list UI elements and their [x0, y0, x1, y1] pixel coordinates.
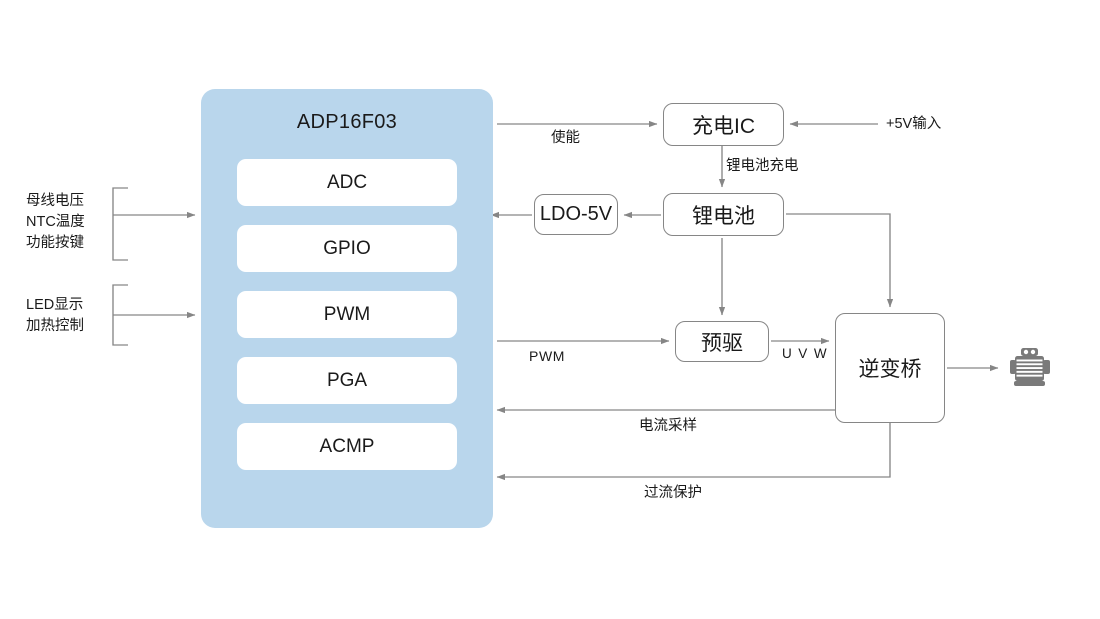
label-battery-charge: 锂电池充电 — [726, 158, 799, 174]
label-input-group-a: 母线电压 NTC温度 功能按键 — [26, 191, 85, 254]
arrow-battery-to-inverter — [786, 213, 894, 308]
label-led-display: LED显示 — [26, 297, 84, 313]
label-bus-voltage: 母线电压 — [26, 193, 84, 209]
bracket-inputs-b — [112, 284, 128, 346]
mcu-title: ADP16F03 — [296, 110, 398, 133]
label-current-sense: 电流采样 — [639, 418, 697, 434]
label-input-group-b: LED显示 加热控制 — [26, 295, 84, 337]
label-pwm: PWM — [529, 348, 566, 364]
label-5v-input: +5V输入 — [886, 116, 942, 132]
mcu-peripheral-gpio[interactable]: GPIO — [237, 225, 457, 272]
label-enable: 使能 — [551, 130, 580, 146]
mcu-peripheral-acmp[interactable]: ACMP — [237, 423, 457, 470]
mcu-peripheral-adc[interactable]: ADC — [237, 159, 457, 206]
mcu-peripheral-pga[interactable]: PGA — [237, 357, 457, 404]
label-ntc-temp: NTC温度 — [26, 214, 85, 231]
label-function-keys: 功能按键 — [26, 235, 84, 252]
bracket-inputs-a — [112, 187, 128, 261]
block-battery[interactable]: 锂电池 — [663, 193, 784, 236]
block-inverter-bridge[interactable]: 逆变桥 — [835, 313, 945, 423]
motor-icon — [1010, 348, 1050, 386]
block-charger-ic[interactable]: 充电IC — [663, 103, 784, 146]
label-over-current-protection: 过流保护 — [644, 485, 702, 501]
mcu-peripheral-pwm[interactable]: PWM — [237, 291, 457, 338]
block-pre-driver[interactable]: 预驱 — [675, 321, 769, 362]
label-heat-control: 加热控制 — [26, 318, 84, 335]
mcu-block[interactable]: ADP16F03 ADC GPIO PWM PGA ACMP — [201, 89, 493, 528]
label-uvw: U V W — [782, 346, 828, 361]
block-ldo-5v[interactable]: LDO-5V — [534, 194, 618, 235]
